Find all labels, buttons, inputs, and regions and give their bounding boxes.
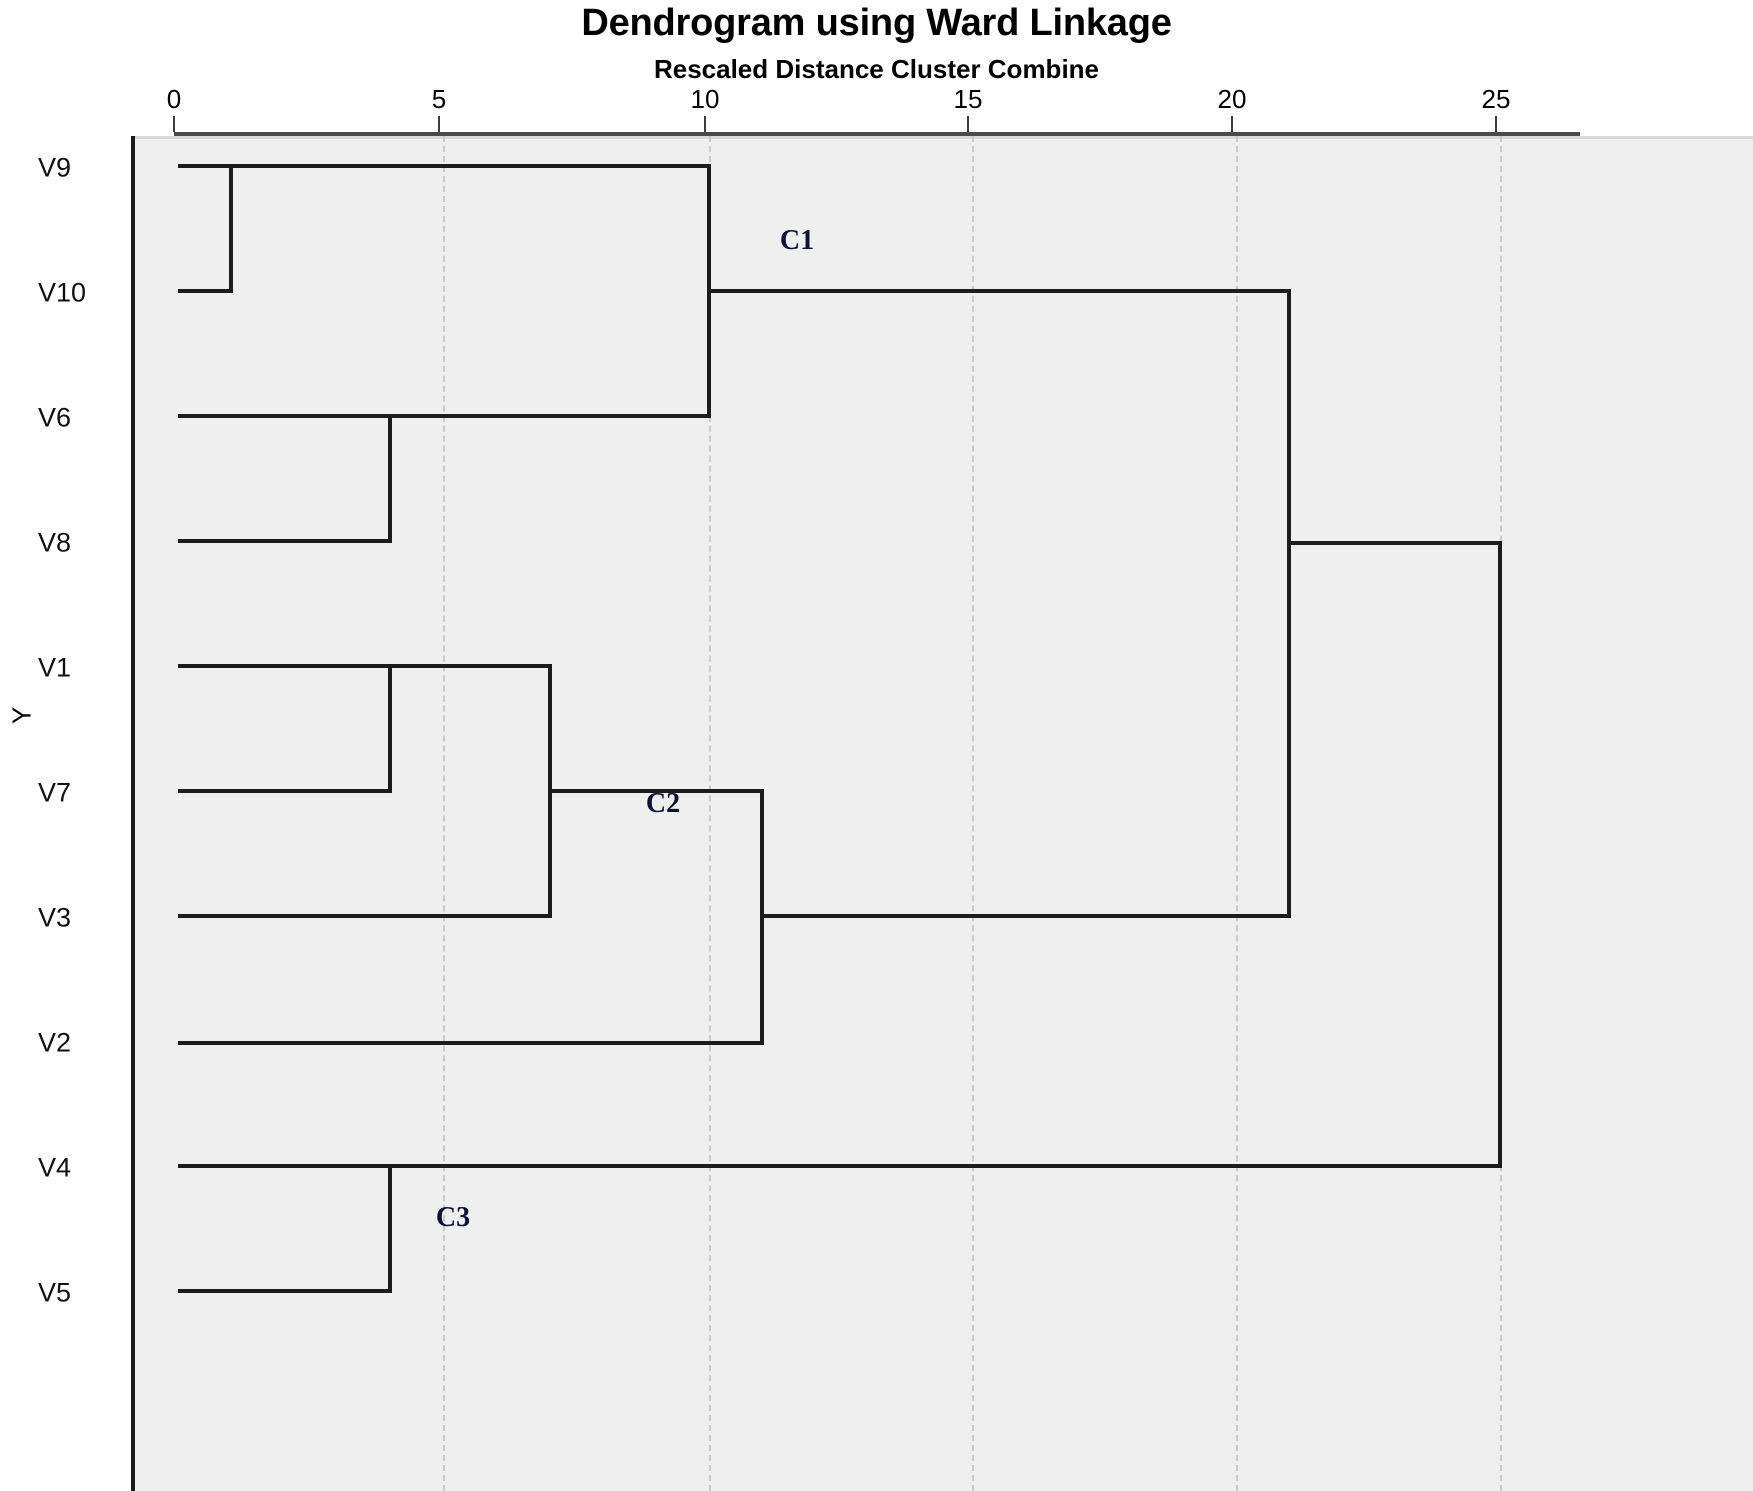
link-join-v9-v10	[229, 164, 233, 293]
link-leaf-v5	[178, 1289, 392, 1293]
link-leaf-v7	[178, 789, 392, 793]
link-c1-lower	[388, 414, 711, 418]
link-root-bottom	[388, 1164, 1502, 1168]
cluster-annotation-c1: C1	[779, 225, 815, 256]
plot-area: C1 C2 C3	[131, 136, 1753, 1491]
xtick-label-25: 25	[1481, 84, 1511, 114]
xtick-label-0: 0	[166, 84, 182, 114]
xtick-label-15: 15	[953, 84, 983, 114]
link-leaf-v2	[178, 1041, 764, 1045]
link-join-root-inner	[1287, 289, 1291, 918]
link-leaf-v9	[178, 164, 233, 168]
link-c1-upper	[229, 164, 711, 168]
link-leaf-v3	[178, 914, 552, 918]
xtick-mark-10	[704, 116, 706, 132]
x-axis-line	[174, 132, 1580, 136]
leaf-label-v3: V3	[38, 902, 72, 933]
xtick-mark-15	[967, 116, 969, 132]
leaf-label-v9: V9	[38, 152, 72, 183]
y-axis-label: Y	[6, 706, 37, 725]
link-root-upper	[707, 289, 1291, 293]
link-join-root-outer	[1498, 541, 1502, 1168]
leaf-label-v4: V4	[38, 1152, 72, 1183]
link-join-v1-v7	[388, 664, 392, 793]
leaf-label-v1: V1	[38, 652, 72, 683]
link-c2-upper	[548, 789, 764, 793]
link-leaf-v1	[178, 664, 392, 668]
leaf-label-v5: V5	[38, 1277, 72, 1308]
cluster-annotation-c2: C2	[645, 788, 681, 819]
xtick-label-10: 10	[690, 84, 720, 114]
leaf-label-v6: V6	[38, 402, 72, 433]
link-leaf-v8	[178, 539, 392, 543]
link-root-top	[1287, 541, 1502, 545]
link-join-c3	[388, 1164, 392, 1293]
xtick-mark-20	[1231, 116, 1233, 132]
plot-top-border	[135, 136, 1753, 139]
link-leaf-v4	[178, 1164, 392, 1168]
xtick-mark-5	[438, 116, 440, 132]
leaf-label-v7: V7	[38, 777, 72, 808]
link-c2a-upper	[388, 664, 552, 668]
xtick-label-5: 5	[431, 84, 447, 114]
chart-subtitle: Rescaled Distance Cluster Combine	[653, 54, 1100, 84]
leaf-label-v2: V2	[38, 1027, 72, 1058]
gridline-15	[972, 136, 974, 1491]
gridline-20	[1236, 136, 1238, 1491]
xtick-label-20: 20	[1217, 84, 1247, 114]
xtick-mark-25	[1495, 116, 1497, 132]
link-join-v6-v8	[388, 414, 392, 543]
xtick-mark-0	[173, 116, 175, 132]
leaf-label-v10: V10	[38, 277, 87, 308]
chart-title: Dendrogram using Ward Linkage	[581, 2, 1172, 44]
link-leaf-v10	[178, 289, 233, 293]
cluster-annotation-c3: C3	[435, 1202, 471, 1233]
gridline-10	[709, 136, 711, 1491]
link-leaf-v6	[178, 414, 392, 418]
leaf-label-v8: V8	[38, 527, 72, 558]
link-root-lower	[760, 914, 1291, 918]
gridline-5	[443, 136, 445, 1491]
